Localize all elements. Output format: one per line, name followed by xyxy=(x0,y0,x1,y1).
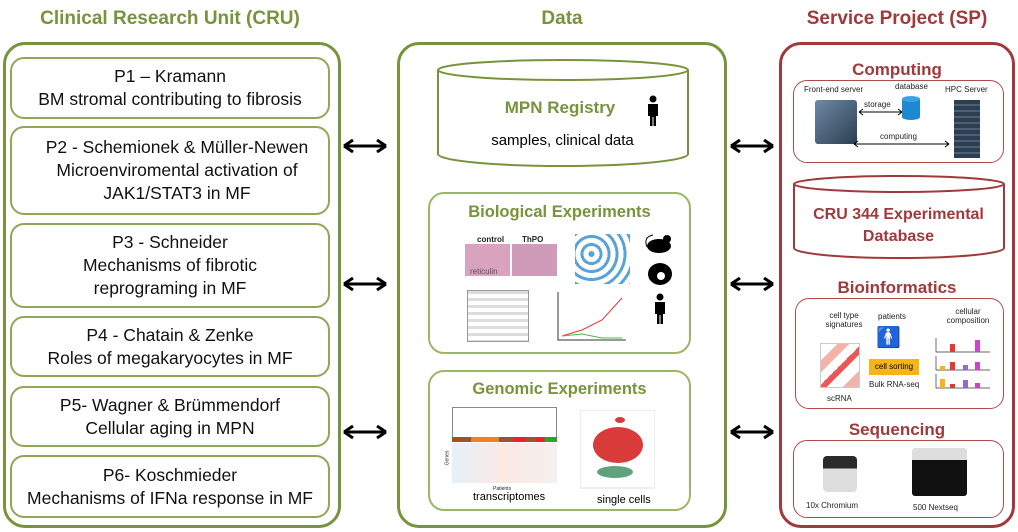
label-patients: patients xyxy=(878,312,907,321)
project-desc: Cellular aging in MPN xyxy=(85,417,255,438)
project-title: P2 - Schemionek & Müller-Newen xyxy=(45,137,309,157)
database-line2: Database xyxy=(862,228,935,245)
project-p2[interactable]: P2 - Schemionek & Müller-Newen Microenvi… xyxy=(10,126,330,215)
registry-subtitle: samples, clinical data xyxy=(491,132,634,149)
sp-title: Service Project (SP) xyxy=(806,8,988,29)
registry-cylinder xyxy=(437,59,689,167)
double-arrow-icon xyxy=(730,277,774,291)
project-title: P6- Koschmieder xyxy=(102,464,238,485)
label-single-cells: single cells xyxy=(597,494,651,506)
project-p1[interactable]: P1 – Kramann BM stromal contributing to … xyxy=(10,57,330,119)
label-thpo: ThPO xyxy=(522,235,544,244)
patient-annotation-bar xyxy=(452,437,557,442)
growth-curve-chart xyxy=(557,292,626,341)
cell-sorting-box: cell sorting xyxy=(869,359,919,375)
label-control: control xyxy=(477,235,505,244)
label-500-nextseq: 500 Nextseq xyxy=(913,503,958,512)
biological-experiments-box xyxy=(428,192,691,354)
data-title: Data xyxy=(541,8,583,29)
project-desc: Mechanisms of fibrotic xyxy=(82,255,258,275)
composition-bar-charts xyxy=(935,338,990,389)
registry-title: MPN Registry xyxy=(504,98,616,117)
genomic-title: Genomic Experiments xyxy=(472,380,647,398)
label-reticulin: reticulin xyxy=(470,267,498,276)
project-desc: Microenviromental activation of xyxy=(56,160,298,180)
nextseq-device-icon xyxy=(912,448,967,496)
signatures-line2: signatures xyxy=(825,320,863,329)
biological-title: Biological Experiments xyxy=(468,203,651,221)
double-arrow-icon xyxy=(730,425,774,439)
bioinformatics-box xyxy=(795,298,1004,409)
composition-line2: composition xyxy=(946,316,990,325)
project-p6[interactable]: P6- Koschmieder Mechanisms of IFNa respo… xyxy=(10,455,330,518)
project-p3[interactable]: P3 - Schneider Mechanisms of fibrotic re… xyxy=(10,223,330,308)
chromium-device-icon xyxy=(823,456,857,492)
project-desc: Roles of megakaryocytes in MF xyxy=(47,347,293,368)
experimental-database-label: CRU 344 Experimental Database xyxy=(793,204,1004,248)
double-arrow-icon xyxy=(343,139,387,153)
label-computing: computing xyxy=(880,132,917,141)
label-database: database xyxy=(895,82,928,91)
expression-heatmap xyxy=(452,443,557,483)
patients-icon: 🚹 xyxy=(876,327,901,349)
data-panel xyxy=(397,42,727,528)
hpc-server-icon xyxy=(954,100,980,158)
axis-label-genes: Genes xyxy=(444,450,451,466)
project-desc: JAK1/STAT3 in MF xyxy=(103,183,251,203)
label-transcriptomes: transcriptomes xyxy=(473,491,546,503)
western-blot-image xyxy=(467,290,529,342)
person-icon xyxy=(655,293,665,324)
tsne-plot xyxy=(580,410,655,489)
project-desc: BM stromal contributing to fibrosis xyxy=(38,89,302,109)
project-title: P3 - Schneider xyxy=(112,232,228,252)
sequencing-title: Sequencing xyxy=(848,420,946,439)
cell-icon xyxy=(648,263,672,285)
mouse-icon xyxy=(645,234,671,253)
storage-arrow-icon xyxy=(858,108,903,116)
project-title: P1 – Kramann xyxy=(114,66,226,86)
project-title: P4 - Chatain & Zenke xyxy=(86,324,254,345)
composition-line1: cellular xyxy=(955,307,981,316)
label-bulk-rna-seq: Bulk RNA-seq xyxy=(869,380,920,389)
histology-image-thpo xyxy=(512,244,557,276)
signatures-line1: cell type xyxy=(829,311,859,320)
flow-cytometry-image xyxy=(575,234,630,284)
project-desc: Mechanisms of IFNa response in MF xyxy=(27,487,313,508)
computing-box xyxy=(793,80,1004,163)
frontend-server-icon xyxy=(815,100,857,144)
label-10x-chromium: 10x Chromium xyxy=(806,501,859,510)
label-hpc-server: HPC Server xyxy=(945,85,988,94)
project-desc: reprograming in MF xyxy=(93,278,247,298)
dendrogram xyxy=(452,407,557,437)
sp-panel xyxy=(779,42,1015,528)
label-frontend-server: Front-end server xyxy=(804,85,864,94)
double-arrow-icon xyxy=(343,277,387,291)
database-icon xyxy=(902,96,920,120)
double-arrow-icon xyxy=(343,425,387,439)
genomic-experiments-box xyxy=(428,370,691,511)
database-cylinder xyxy=(793,175,1005,259)
person-icon xyxy=(648,95,658,126)
database-line1: CRU 344 Experimental xyxy=(813,206,984,223)
computing-title: Computing xyxy=(852,60,942,79)
cru-title: Clinical Research Unit (CRU) xyxy=(40,8,300,29)
label-scrna: scRNA xyxy=(827,394,852,403)
cru-panel xyxy=(3,42,341,528)
double-arrow-icon xyxy=(730,139,774,153)
project-title: P5- Wagner & Brümmendorf xyxy=(59,394,281,415)
scrna-heatmap xyxy=(820,343,860,388)
bioinformatics-title: Bioinformatics xyxy=(837,278,957,297)
computing-arrow-icon xyxy=(853,140,950,148)
label-storage: storage xyxy=(864,100,891,109)
project-p5[interactable]: P5- Wagner & Brümmendorf Cellular aging … xyxy=(10,386,330,447)
project-p4[interactable]: P4 - Chatain & Zenke Roles of megakaryoc… xyxy=(10,316,330,377)
histology-image-control xyxy=(465,244,510,276)
sequencing-box xyxy=(793,440,1004,518)
axis-label-patients: Patients xyxy=(493,486,512,492)
